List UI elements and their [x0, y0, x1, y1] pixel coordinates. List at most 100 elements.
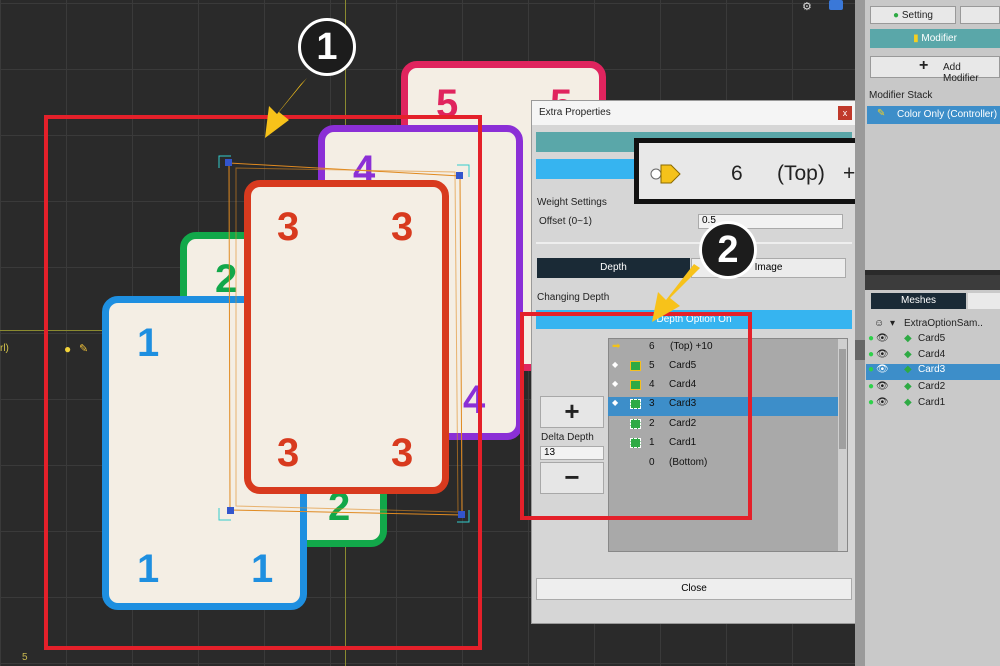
mesh-icon: ◆	[904, 397, 912, 408]
controller-icon: ✎	[877, 108, 886, 119]
modifier-stack-item[interactable]: ✎ Color Only (Controller)	[867, 106, 1000, 124]
mesh-icon: ◆	[904, 364, 912, 375]
tab-meshes[interactable]: Meshes	[871, 293, 966, 309]
visible-dot-icon: ●	[868, 397, 875, 408]
dialog-close-button[interactable]: x	[838, 106, 852, 120]
hierarchy-item[interactable]: ● 👁 ◆ Card5	[866, 333, 1000, 349]
step-2-badge: 2	[699, 221, 757, 279]
hierarchy-item[interactable]: ● 👁 ◆ Card1	[866, 397, 1000, 413]
eye-icon: 👁	[876, 349, 889, 360]
secondary-button[interactable]	[960, 6, 1000, 24]
mesh-icon	[630, 419, 641, 429]
hierarchy-item-label: Card1	[918, 397, 946, 408]
add-modifier-label: Add Modifier	[943, 62, 979, 84]
depth-name: Card5	[669, 360, 697, 371]
changing-depth-label: Changing Depth	[537, 292, 610, 303]
depth-row[interactable]: ◆ 4 Card4	[612, 379, 832, 395]
root-icon: ☺	[874, 318, 885, 329]
depth-name: (Bottom)	[669, 457, 708, 468]
dot-icon: ◆	[612, 398, 619, 407]
depth-name: Card1	[669, 437, 697, 448]
arrow-right-icon: ➡	[612, 341, 621, 352]
hierarchy-item-selected[interactable]: ● 👁 ◆ Card3	[866, 364, 1000, 380]
depth-name: Card3	[669, 398, 697, 409]
decrease-depth-button[interactable]: −	[540, 462, 604, 494]
depth-row[interactable]: 0 (Bottom)	[612, 457, 832, 473]
cards-highlight-box	[44, 115, 482, 650]
depth-number: 2	[649, 418, 655, 429]
mesh-icon	[630, 361, 641, 371]
visible-dot-icon: ●	[868, 364, 875, 375]
selected-row-highlight	[608, 397, 838, 416]
divider	[536, 242, 852, 244]
card3[interactable]: 3 3 3 3	[244, 180, 449, 494]
increase-depth-button[interactable]: +	[540, 396, 604, 428]
tab-other[interactable]	[968, 293, 1000, 309]
setting-label: Setting	[901, 10, 933, 21]
eye-icon: 👁	[876, 364, 889, 375]
hierarchy-toolbar	[865, 275, 1000, 290]
card2-corner-number: 2	[328, 485, 351, 529]
modifier-label: Modifier	[921, 33, 957, 44]
depth-row[interactable]: 1 Card1	[612, 437, 832, 453]
mesh-icon: ◆	[904, 333, 912, 344]
hierarchy-item-label: Card4	[918, 349, 946, 360]
gizmo-icon[interactable]: ⚙	[802, 1, 812, 13]
expand-icon: ▾	[890, 318, 896, 329]
camera-icon[interactable]	[829, 0, 843, 10]
splitter-handle[interactable]	[855, 340, 865, 360]
transform-gizmo[interactable]	[0, 0, 855, 666]
viewport-left-label: rl)	[0, 343, 9, 354]
panel-splitter[interactable]	[855, 0, 865, 666]
card3-corner-number: 3	[391, 431, 414, 475]
mesh-icon	[630, 399, 641, 409]
dialog-title: Extra Properties	[532, 101, 855, 125]
depth-number: 5	[649, 360, 655, 371]
hierarchy-item-label: Card2	[918, 381, 946, 392]
bulb-icon[interactable]: ●	[64, 342, 72, 356]
depth-row-selected[interactable]: ◆ 3 Card3	[612, 398, 832, 414]
offset-label: Offset (0~1)	[539, 216, 592, 227]
pencil-icon[interactable]: ✎	[79, 343, 89, 355]
card3-corner-number: 3	[277, 205, 300, 249]
card2-corner-number: 2	[215, 257, 238, 301]
depth-name: Card2	[669, 418, 697, 429]
depth-name: Card4	[669, 379, 697, 390]
modifier-stack-label: Modifier Stack	[869, 90, 933, 101]
card1-corner-number: 1	[251, 547, 274, 591]
eye-icon: 👁	[876, 333, 889, 344]
step-1-badge: 1	[298, 18, 356, 76]
tab-depth[interactable]: Depth	[537, 258, 690, 278]
hierarchy-item[interactable]: ● 👁 ◆ Card2	[866, 381, 1000, 397]
mesh-icon	[630, 438, 641, 448]
visible-dot-icon: ●	[868, 333, 875, 344]
arrow-1-icon	[265, 78, 307, 138]
depth-list-scroll-thumb[interactable]	[839, 349, 846, 449]
depth-number: 4	[649, 379, 655, 390]
setting-icon: ●	[893, 10, 900, 21]
add-modifier-button[interactable]: + Add Modifier	[870, 56, 1000, 84]
hierarchy-item-label: Card3	[918, 364, 946, 375]
depth-number: 1	[649, 437, 655, 448]
delta-depth-label: Delta Depth	[541, 432, 594, 443]
modifier-tab[interactable]: ▮ Modifier	[870, 29, 1000, 48]
card1-corner-number: 1	[137, 547, 160, 591]
arrow-right-icon	[650, 164, 681, 184]
delta-depth-input[interactable]: 13	[540, 446, 604, 460]
mesh-icon: ◆	[904, 381, 912, 392]
hierarchy-item[interactable]: ● 👁 ◆ Card4	[866, 349, 1000, 365]
card1-corner-number: 1	[137, 321, 160, 365]
depth-row[interactable]: 2 Card2	[612, 418, 832, 434]
depth-row[interactable]: ➡ 6 (Top) +10	[612, 341, 832, 357]
close-button[interactable]: Close	[536, 578, 852, 600]
modifier-icon: ▮	[913, 33, 919, 44]
depth-row[interactable]: ◆ 5 Card5	[612, 360, 832, 376]
visible-dot-icon: ●	[868, 381, 875, 392]
dot-icon: ◆	[612, 360, 619, 369]
depth-number: 0	[649, 457, 655, 468]
visible-dot-icon: ●	[868, 349, 875, 360]
viewport-bottom-label: 5	[22, 652, 28, 663]
setting-button[interactable]: ● Setting	[870, 6, 956, 24]
depth-number: 6	[649, 341, 655, 352]
hierarchy-item-label: Card5	[918, 333, 946, 344]
